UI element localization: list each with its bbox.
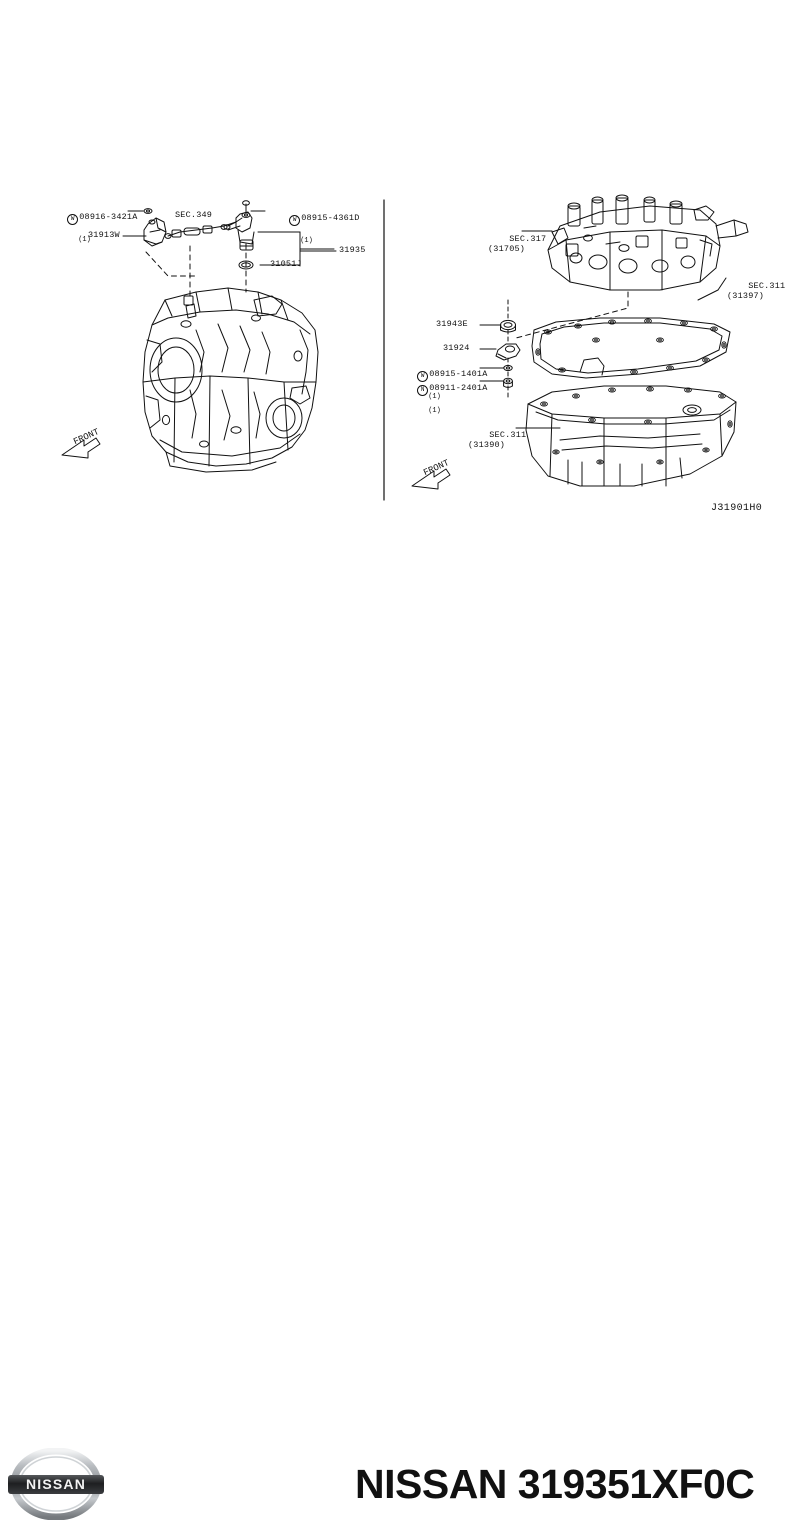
label-sec349: SEC.349 [175, 210, 213, 220]
part-31051j-oring [238, 260, 254, 270]
bolt-08916-3421a [143, 208, 153, 214]
symbol-w-icon: W [67, 213, 79, 225]
front-arrow-right [411, 468, 451, 490]
valve-body-illustration [547, 194, 749, 291]
drawing-number: J31901H0 [711, 503, 763, 514]
part-31924-strainer [495, 343, 521, 361]
label-31935: 31935 [339, 245, 366, 255]
symbol-w-icon: W [289, 214, 301, 226]
label-31913w: 31913W [88, 230, 120, 240]
part-sec349-linkage [164, 217, 243, 239]
symbol-w-icon: W [417, 370, 429, 382]
label-31051j: 31051J [270, 259, 302, 269]
leader-dashed-valvebody [515, 291, 629, 339]
front-arrow-left [61, 437, 101, 459]
nissan-logo: NISSAN [8, 1448, 104, 1520]
part-31913w-bracket [143, 217, 167, 247]
banner-part-number: NISSAN 319351XF0C [355, 1461, 755, 1507]
label-31943e: 31943E [436, 319, 468, 329]
part-oilpan-31390 [525, 385, 737, 487]
leader-dashed-3 [145, 251, 197, 277]
brand-banner: NISSAN NISSAN 319351XF0C [0, 722, 800, 1520]
transmission-case-illustration [142, 287, 319, 473]
label-sec317: SEC.317(31705) [488, 233, 547, 254]
part-gasket-31397 [531, 317, 731, 379]
nissan-logo-text: NISSAN [26, 1476, 86, 1492]
parts-diagram-canvas [61, 194, 749, 501]
bolt-08915-4361d [241, 212, 251, 218]
part-31935-sensor [223, 200, 255, 251]
label-31924: 31924 [443, 343, 470, 353]
leader-sec311-gasket [717, 277, 727, 291]
symbol-n-icon: N [417, 384, 429, 396]
label-sec311-pan: SEC.311(31390) [468, 429, 527, 450]
label-sec311-gasket: SEC.311(31397) [727, 280, 786, 301]
